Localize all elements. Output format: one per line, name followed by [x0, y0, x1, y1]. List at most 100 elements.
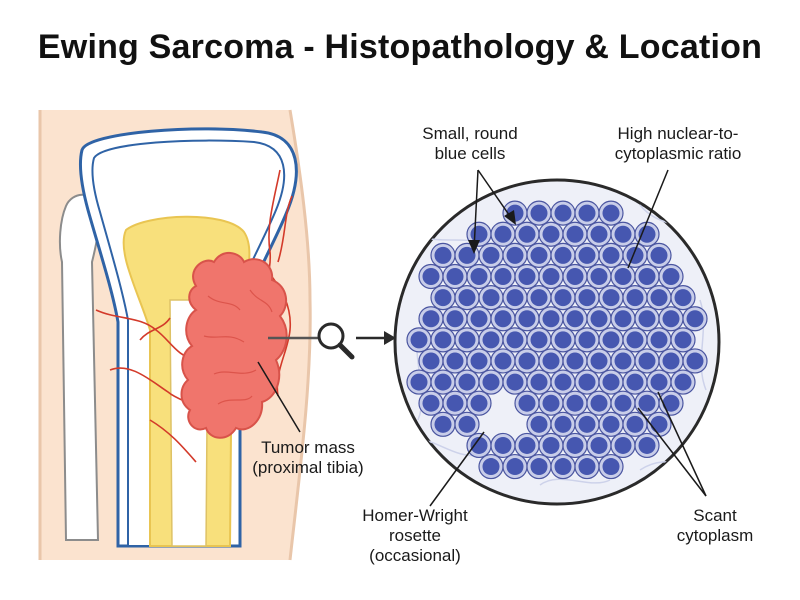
cell-nucleus: [638, 352, 656, 370]
cell-nucleus: [458, 373, 476, 391]
cell-nucleus: [542, 267, 560, 285]
cell-nucleus: [422, 394, 440, 412]
cell-nucleus: [410, 331, 428, 349]
cell-nucleus: [422, 310, 440, 328]
cell-nucleus: [554, 289, 572, 307]
cell-nucleus: [614, 225, 632, 243]
cell-nucleus: [578, 289, 596, 307]
leader-lines: [257, 169, 707, 507]
cell-nucleus: [518, 352, 536, 370]
cell-nucleus: [482, 246, 500, 264]
cell-nucleus: [422, 352, 440, 370]
cell-nucleus: [542, 225, 560, 243]
cell-nucleus: [506, 289, 524, 307]
cell-nucleus: [566, 394, 584, 412]
cell-nucleus: [446, 352, 464, 370]
cell-nucleus: [458, 415, 476, 433]
cell-nucleus: [566, 352, 584, 370]
cell-nucleus: [458, 331, 476, 349]
cell-nucleus: [674, 331, 692, 349]
cell-nucleus: [482, 373, 500, 391]
cell-nucleus: [530, 204, 548, 222]
tumor-texture: [203, 289, 273, 405]
cell-nucleus: [446, 394, 464, 412]
cell-nucleus: [674, 289, 692, 307]
cell-nucleus: [554, 415, 572, 433]
cell-nucleus: [506, 458, 524, 476]
cell-nucleus: [590, 310, 608, 328]
cell-nucleus: [626, 415, 644, 433]
cell-nucleus: [470, 267, 488, 285]
cell-nucleus: [602, 204, 620, 222]
cell-nucleus: [482, 289, 500, 307]
cell-nucleus: [458, 289, 476, 307]
cell-nucleus: [578, 415, 596, 433]
cell-nucleus: [470, 436, 488, 454]
cell-nucleus: [578, 246, 596, 264]
cell-nucleus: [542, 310, 560, 328]
cell-nucleus: [518, 267, 536, 285]
cell-nucleus: [566, 225, 584, 243]
cell-nucleus: [434, 373, 452, 391]
cell-nucleus: [566, 310, 584, 328]
cell-nucleus: [602, 289, 620, 307]
cell-nucleus: [578, 331, 596, 349]
cell-nucleus: [518, 394, 536, 412]
cell-nucleus: [602, 415, 620, 433]
cell-nucleus: [434, 246, 452, 264]
cell-nucleus: [458, 246, 476, 264]
cell-nucleus: [674, 373, 692, 391]
label-homer-wright-rosette: Homer-Wright rosette (occasional): [362, 506, 468, 565]
cell-nucleus: [662, 310, 680, 328]
tumor-cells: [406, 200, 708, 480]
cell-nucleus: [662, 267, 680, 285]
cell-nucleus: [614, 394, 632, 412]
leg-outline: [288, 109, 312, 561]
label-scant-cytoplasm: Scant cytoplasm: [676, 506, 754, 545]
cell-nucleus: [626, 289, 644, 307]
cell-nucleus: [602, 331, 620, 349]
cell-nucleus: [518, 310, 536, 328]
cell-nucleus: [578, 204, 596, 222]
cell-nucleus: [494, 225, 512, 243]
cell-nucleus: [650, 289, 668, 307]
cell-nucleus: [530, 458, 548, 476]
cell-nucleus: [482, 331, 500, 349]
cell-nucleus: [554, 373, 572, 391]
page-title: Ewing Sarcoma - Histopathology & Locatio…: [37, 28, 763, 66]
cell-nucleus: [638, 310, 656, 328]
fibula: [58, 193, 101, 541]
cell-nucleus: [434, 415, 452, 433]
cell-nucleus: [542, 436, 560, 454]
cell-nucleus: [614, 352, 632, 370]
cell-nucleus: [650, 373, 668, 391]
cell-nucleus: [422, 267, 440, 285]
cell-nucleus: [446, 310, 464, 328]
cell-nucleus: [650, 331, 668, 349]
cell-nucleus: [530, 289, 548, 307]
cell-nucleus: [494, 436, 512, 454]
cell-nucleus: [470, 352, 488, 370]
cell-nucleus: [530, 373, 548, 391]
cell-nucleus: [566, 436, 584, 454]
cell-nucleus: [506, 331, 524, 349]
cell-nucleus: [626, 331, 644, 349]
label-small-round-cells: Small, round blue cells: [422, 124, 518, 163]
cell-nucleus: [614, 436, 632, 454]
cell-nucleus: [482, 458, 500, 476]
cell-nucleus: [614, 310, 632, 328]
cell-nucleus: [530, 415, 548, 433]
cell-nucleus: [590, 436, 608, 454]
cell-nucleus: [638, 436, 656, 454]
cell-nucleus: [602, 373, 620, 391]
cell-nucleus: [554, 246, 572, 264]
cell-nucleus: [530, 246, 548, 264]
cell-nucleus: [530, 331, 548, 349]
cell-nucleus: [506, 373, 524, 391]
cell-nucleus: [554, 204, 572, 222]
cell-nucleus: [518, 225, 536, 243]
label-high-nc-ratio: High nuclear-to- cytoplasmic ratio: [614, 124, 742, 163]
arrow-right-icon: [356, 331, 396, 345]
cell-nucleus: [686, 352, 704, 370]
